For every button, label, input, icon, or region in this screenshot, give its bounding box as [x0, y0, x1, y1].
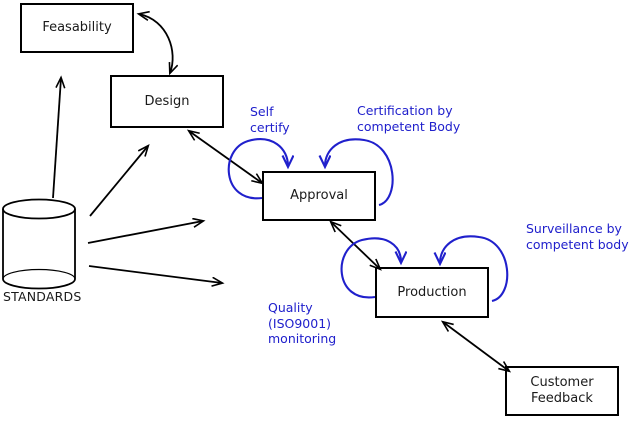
edge-standards-design [89, 146, 148, 217]
node-approval-label: Approval [290, 188, 348, 203]
edge-standards-feasability [52, 78, 61, 199]
node-standards-label: STANDARDS [3, 289, 82, 304]
loop-certification-competent-body [325, 138, 394, 207]
node-feasability-label: Feasability [42, 20, 112, 35]
node-standards-cylinder [2, 198, 76, 290]
annotation-surveillance-by-competent-body: Surveillance by competent body [526, 221, 629, 252]
edge-approval-design [189, 131, 262, 183]
loop-surveillance-competent-body [440, 235, 509, 303]
edge-standards-approval [87, 221, 203, 244]
edge-customer-feedback-production [443, 322, 509, 371]
node-feasability[interactable]: Feasability [20, 3, 134, 53]
node-production-label: Production [397, 284, 467, 300]
edge-design-feasability [139, 14, 173, 73]
node-approval[interactable]: Approval [262, 171, 376, 221]
edge-production-approval [331, 222, 380, 269]
node-customer-feedback[interactable]: Customer Feedback [505, 366, 619, 416]
node-customer-feedback-label: Customer Feedback [530, 375, 594, 406]
annotation-certification-by-competent-body: Certification by competent Body [357, 103, 461, 134]
annotation-quality-iso9001-monitoring: Quality (ISO9001) monitoring [268, 300, 337, 346]
node-design-label: Design [144, 93, 190, 109]
node-production[interactable]: Production [375, 267, 489, 318]
annotation-self-certify: Self certify [250, 104, 290, 135]
node-design[interactable]: Design [110, 75, 224, 128]
loop-quality-monitoring [340, 237, 401, 299]
edge-standards-production [88, 265, 222, 283]
loop-self-certify [227, 138, 288, 200]
